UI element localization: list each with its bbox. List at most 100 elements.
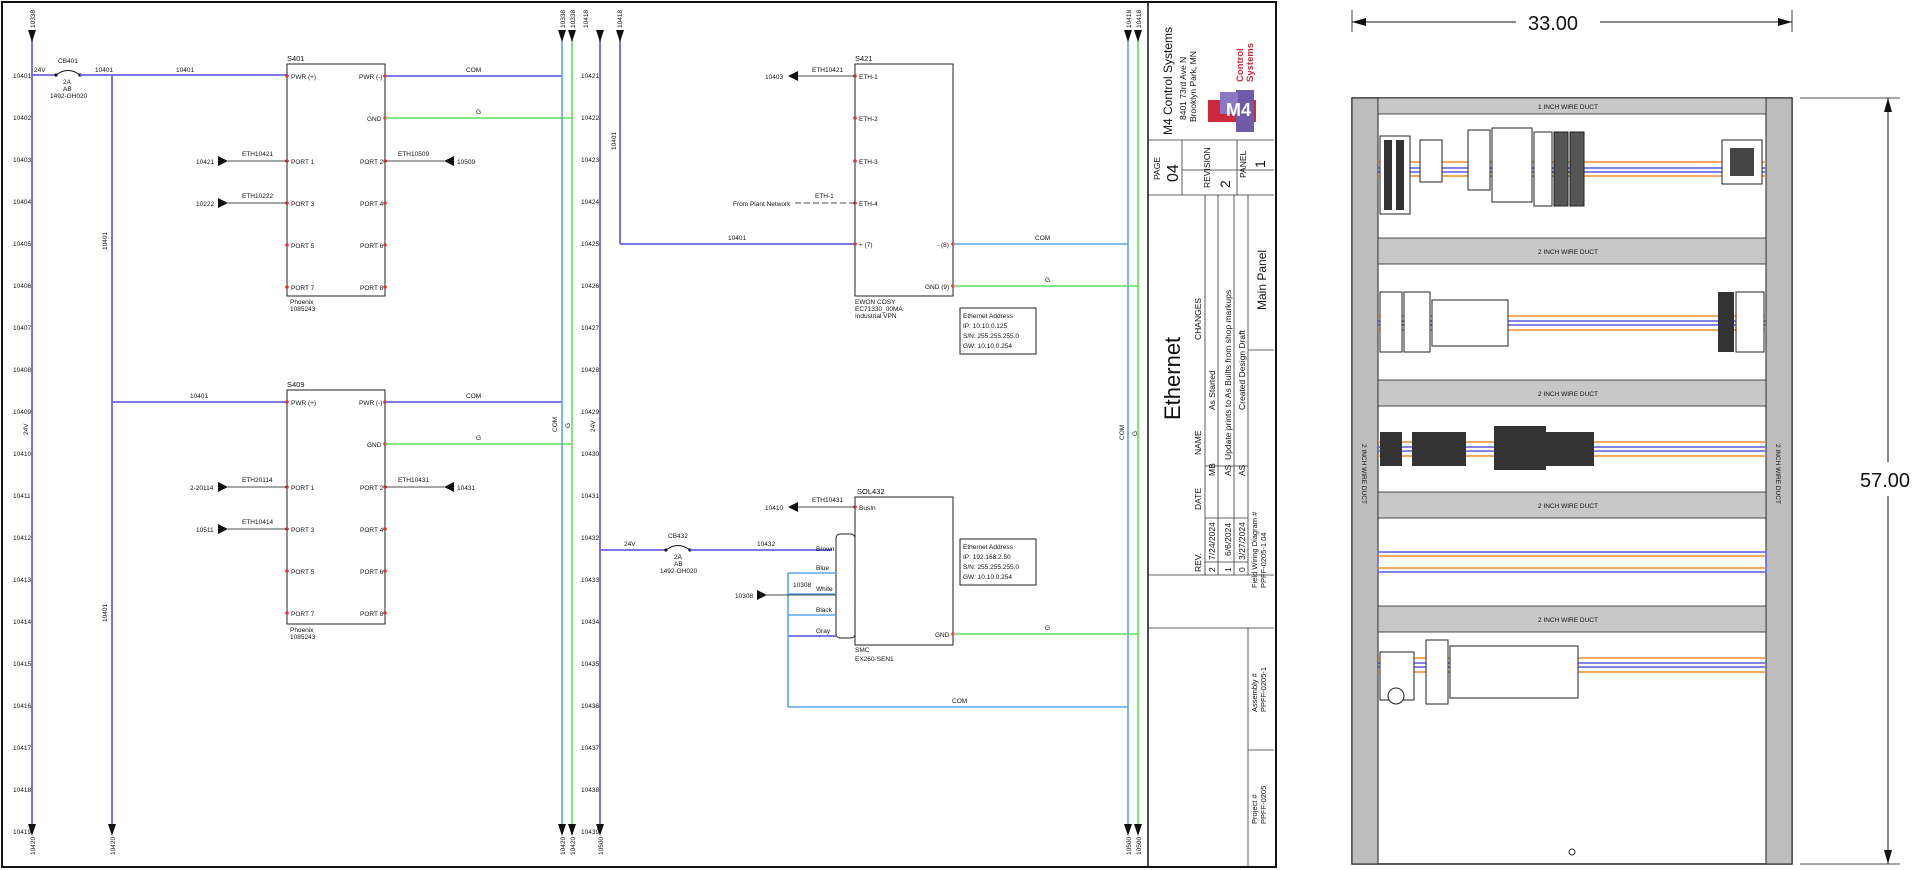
svg-text:10402: 10402 [13, 115, 31, 122]
svg-text:10401: 10401 [728, 235, 746, 242]
svg-text:IP: 192.168.2.50: IP: 192.168.2.50 [963, 554, 1011, 561]
svg-text:COM: COM [466, 67, 481, 74]
left-24v-rail: 10338 10420 24V [23, 10, 37, 855]
svg-text:3/27/2024: 3/27/2024 [1237, 522, 1247, 560]
svg-text:10427: 10427 [581, 325, 599, 332]
svg-text:24V: 24V [590, 420, 597, 432]
svg-text:2A: 2A [63, 79, 72, 86]
panel-width-dim: 33.00 [1528, 13, 1578, 35]
svg-text:PORT 6: PORT 6 [360, 569, 384, 576]
svg-text:AB: AB [674, 561, 683, 568]
svg-text:PORT 2: PORT 2 [360, 485, 384, 492]
svg-text:ETH-4: ETH-4 [859, 201, 878, 208]
duct-1in: 1 INCH WIRE DUCT [1538, 104, 1598, 111]
svg-text:PAGE: PAGE [1152, 157, 1162, 180]
svg-text:REV.: REV. [1193, 553, 1203, 572]
row-numbers-middle: 10421 10422 10423 10424 10425 10426 1042… [581, 73, 599, 836]
panel-name: Main Panel [1255, 250, 1269, 310]
svg-text:GW: 10.10.0.254: GW: 10.10.0.254 [963, 343, 1012, 350]
svg-text:Blue: Blue [816, 565, 829, 572]
svg-text:CHANGES: CHANGES [1193, 298, 1203, 340]
svg-text:EC71330_00MA: EC71330_00MA [855, 306, 903, 313]
svg-text:0: 0 [1237, 567, 1247, 572]
svg-text:- (8): - (8) [937, 242, 949, 249]
panel-height-dim: 57.00 [1860, 470, 1910, 492]
svg-text:2: 2 [1207, 567, 1217, 572]
svg-text:10436: 10436 [581, 703, 599, 710]
svg-text:GW: 10.10.0.254: GW: 10.10.0.254 [963, 574, 1012, 581]
left-rail-top-ref: 10338 [30, 10, 37, 28]
svg-text:NAME: NAME [1193, 430, 1203, 455]
svg-text:10417: 10417 [13, 745, 31, 752]
svg-text:Phoenix: Phoenix [290, 299, 314, 306]
svg-text:SMC: SMC [855, 647, 870, 654]
drawing-title: Ethernet [1160, 337, 1185, 420]
svg-text:10411: 10411 [13, 493, 31, 500]
svg-text:10338: 10338 [560, 10, 567, 28]
svg-text:10404: 10404 [13, 199, 31, 206]
svg-text:PORT 8: PORT 8 [360, 611, 384, 618]
svg-text:Phoenix: Phoenix [290, 627, 314, 634]
svg-text:10409: 10409 [13, 409, 31, 416]
svg-text:10423: 10423 [581, 157, 599, 164]
svg-text:S421: S421 [855, 54, 873, 63]
svg-text:10222: 10222 [196, 201, 214, 208]
left-rail-label: 24V [23, 423, 30, 435]
svg-text:10421: 10421 [581, 73, 599, 80]
logo-systems: Systems [1245, 43, 1256, 82]
svg-text:IP: 10.10.0.125: IP: 10.10.0.125 [963, 323, 1007, 330]
svg-text:PANEL: PANEL [1238, 150, 1248, 178]
breaker-cb401: 24V CB401 2A AB 1492-GH020 10401 10401 [32, 58, 287, 100]
svg-text:Created Design Draft: Created Design Draft [1237, 330, 1247, 410]
svg-text:PORT 7: PORT 7 [291, 611, 315, 618]
svg-text:10428: 10428 [581, 367, 599, 374]
svg-text:10511: 10511 [196, 527, 214, 534]
svg-text:Industrial VPN: Industrial VPN [855, 313, 897, 320]
svg-text:White: White [816, 586, 833, 593]
svg-text:G: G [1132, 431, 1139, 436]
svg-text:PPFF-0205: PPFF-0205 [1259, 786, 1268, 824]
switch-s401: S401 Phoenix 1085243 PWR (+) PORT 1 PORT… [196, 54, 572, 313]
svg-text:Black: Black [816, 607, 833, 614]
svg-text:10432: 10432 [757, 541, 775, 548]
svg-text:ETH10431: ETH10431 [812, 497, 843, 504]
svg-text:10403: 10403 [765, 74, 783, 81]
breaker-cb432: 24V CB432 2A AB 1492-GH020 10432 [600, 533, 832, 575]
svg-text:10421: 10421 [196, 159, 214, 166]
svg-text:10408: 10408 [13, 367, 31, 374]
svg-text:S401: S401 [287, 54, 305, 63]
svg-text:2 INCH WIRE DUCT: 2 INCH WIRE DUCT [1538, 391, 1598, 398]
svg-text:GND: GND [367, 116, 382, 123]
svg-text:10500: 10500 [1136, 837, 1143, 855]
svg-text:ETH10421: ETH10421 [812, 67, 843, 74]
svg-text:GND: GND [935, 632, 950, 639]
svg-text:S/N: 255.255.255.0: S/N: 255.255.255.0 [963, 333, 1019, 340]
svg-text:AS: AS [1237, 464, 1247, 476]
svg-text:10432: 10432 [581, 535, 599, 542]
svg-text:1085243: 1085243 [290, 634, 316, 641]
svg-text:Assembly #: Assembly # [1250, 672, 1259, 712]
svg-text:Gray: Gray [816, 628, 831, 635]
svg-text:G: G [1045, 277, 1050, 284]
svg-text:10433: 10433 [581, 577, 599, 584]
valve-manifold-sol432: SOL432 SMC EX260-SEN1 BusIn GND Brown Bl… [735, 487, 1138, 708]
svg-text:PORT 4: PORT 4 [360, 527, 384, 534]
svg-text:10418: 10418 [617, 10, 624, 28]
svg-text:BusIn: BusIn [859, 505, 876, 512]
svg-text:10418: 10418 [1136, 10, 1143, 28]
svg-text:2A: 2A [674, 554, 683, 561]
svg-text:COM: COM [552, 417, 559, 432]
svg-text:Ethernet Address: Ethernet Address [963, 313, 1014, 320]
svg-text:REVISION: REVISION [1202, 147, 1212, 188]
svg-text:2-20114: 2-20114 [190, 485, 214, 492]
svg-text:MB: MB [1207, 463, 1217, 476]
svg-text:PORT 5: PORT 5 [291, 569, 315, 576]
svg-text:ETH20114: ETH20114 [242, 477, 273, 484]
svg-text:10437: 10437 [581, 745, 599, 752]
svg-text:10414: 10414 [13, 619, 31, 626]
svg-text:G: G [476, 435, 481, 442]
svg-text:24V: 24V [34, 67, 46, 74]
switch-s409: S409 Phoenix 1085243 PWR (+) PORT 1 PORT… [190, 380, 572, 641]
svg-text:10401: 10401 [102, 604, 109, 622]
svg-text:PORT 8: PORT 8 [360, 285, 384, 292]
